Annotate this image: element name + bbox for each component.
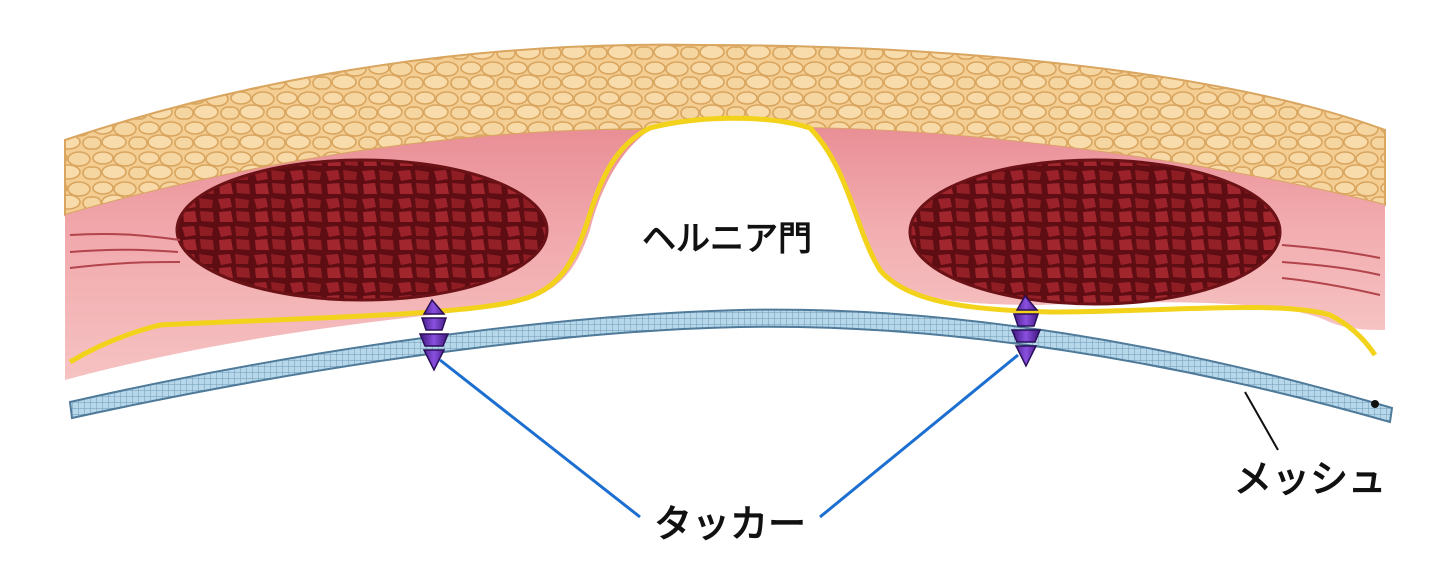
fascia-streaks-left (69, 232, 181, 269)
tacker-right (1010, 294, 1042, 368)
mesh (68, 308, 1394, 424)
hernia-gate-region (510, 119, 1040, 313)
mesh-end-marker (1371, 400, 1379, 408)
tacker-left (418, 298, 450, 372)
mesh-label: メッシュ (1234, 457, 1386, 501)
mesh-pointer-line (1244, 391, 1279, 451)
rectus-muscle-right (908, 158, 1282, 306)
tacker-pointer-line-right (819, 353, 1019, 519)
hernia-gate-label: ヘルニア門 (642, 219, 812, 259)
fascia-outline (68, 115, 1378, 365)
fascia-streaks-right (1281, 244, 1381, 296)
tacker-label: タッカー (654, 502, 806, 546)
tacker-pointer-line-left (439, 358, 641, 519)
rectus-muscle-left (175, 158, 549, 302)
